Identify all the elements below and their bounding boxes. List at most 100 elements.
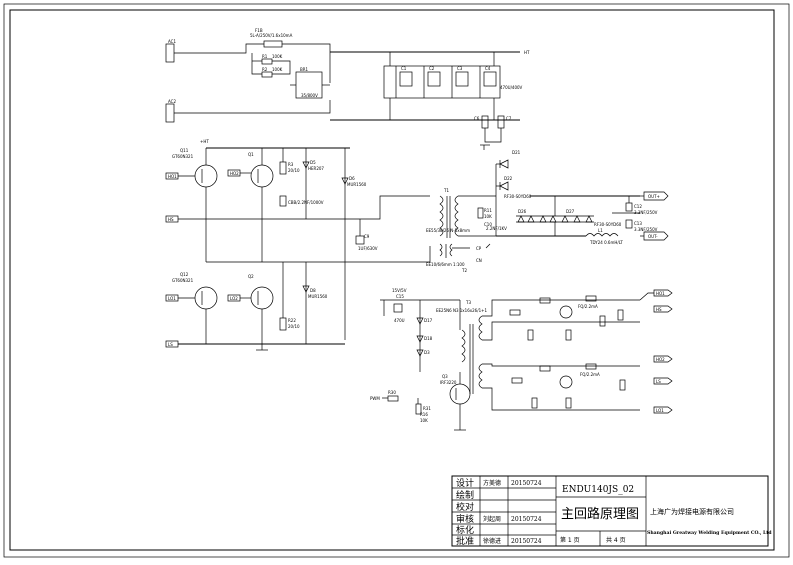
q11-igbt [194,164,218,188]
tb-review-date: 20150724 [511,516,542,523]
tb-draw-label: 绘制 [456,489,474,501]
tb-model: ENDU140JS_02 [562,485,634,495]
r22-label: R22 [288,318,296,323]
pwm-label: PWM [370,396,380,401]
out-hs-connector [653,305,673,313]
c12 [625,202,633,212]
c9 [355,235,365,245]
out-lo-connector [653,406,673,414]
c10-label: C10 [484,222,492,227]
t1-label: T1 [443,188,449,193]
c15-value: 470U [394,318,405,323]
ac1-label: AC1 [168,39,176,44]
ht-label: HT [524,50,530,55]
r2-value: 100K [272,67,283,72]
tb-check-label: 校对 [456,501,474,513]
c2-label: C2 [429,66,435,71]
t1-transformer [439,195,459,238]
d6-value: MUR1560 [347,182,367,187]
r2 [261,71,273,78]
d22-diode [499,181,509,191]
c7-label: C7 [506,116,512,121]
cap-bank: C1 C2 C3 C4 470U/400V [383,65,523,99]
cp-label: CP [476,246,482,251]
rect-value: RF30-S0YD60 [504,194,532,199]
r1-value: 100K [272,54,283,59]
tb-sheet-total: 共 4 页 [606,536,626,544]
c13-value: 3.3NF/250V [634,227,658,232]
outer-border [3,3,790,558]
q1-label: Q1 [248,152,254,157]
tb-design-label: 设计 [456,477,474,489]
tb-approve-label: 批准 [456,535,474,547]
out-plus-label: OUT+ [648,194,660,199]
q12-value: GT60N321 [172,278,194,283]
r2-label: R2 [262,67,268,72]
out-ho1-label: HO1 [656,291,665,296]
ho1-label: HO1 [168,174,177,179]
tb-review-label: 审核 [456,513,474,525]
c7 [497,115,505,129]
c15-label: C15 [396,294,404,299]
out-ls-connector [653,377,673,385]
t2-value: EE10/6/6mm 1:100 [426,262,465,267]
d8-label: D8 [310,288,316,293]
r31 [415,403,422,415]
ac1-connector [165,43,175,63]
c9-label: C9 [364,234,370,239]
input-section: AC1 AC2 F1B 5L-A/250V/1.6x10mA R1 100K R… [165,28,530,150]
c13-label: C13 [634,221,642,226]
output-section: T1 EE55/38/26 N-5x8mm T2 EE10/6/6mm 1:10… [426,150,669,273]
lo1-label: LO1 [168,296,176,301]
d26-d27-diode-array [516,215,594,223]
q1-igbt [250,164,274,188]
r3 [279,161,287,175]
vcc-label: 15V/5V [392,288,407,293]
tb-company-en: Shanghai Greatway Welding Equipment CO.,… [647,530,772,536]
tb-approve-date: 20150724 [511,538,542,545]
q2-igbt [250,286,274,310]
q3-value: IRF3220 [440,380,457,385]
r3-value: 20/10 [288,168,300,173]
t1-value: EE55/38/26 N-5x8mm [426,228,470,233]
inverter-section: +HT Q11 GT60N321 HO1 Q1 HO2 HS R3 20/10 … [165,139,431,351]
cap-bank-value: 470U/400V [500,85,523,90]
r11-value: 10K [484,214,492,219]
fuse [263,40,283,48]
d27-value: RF30-S0YD60 [594,222,622,227]
q12-label: Q12 [180,272,189,277]
l1-inductor [585,233,619,237]
out-ls-label: LS [656,379,661,384]
c1-label: C1 [401,66,407,71]
d6-label: D6 [349,176,355,181]
t2-current-transformer [439,243,453,258]
hs-label: HS [168,217,174,222]
fq-label-1: FQ/2.2mA [578,304,598,309]
out-ho2-connector [653,355,673,363]
d17-label: D17 [424,318,433,323]
t3-label: T3 [465,300,471,305]
q3-label: Q3 [442,374,448,379]
tb-drawing-title: 主回路原理图 [561,506,639,522]
tb-std-label: 标化 [456,524,474,536]
d5-value: HER207 [308,166,324,171]
l1-label: L1 [598,228,603,233]
fq-label-2: FQ/2.2mA [580,372,600,377]
q12-igbt [194,286,218,310]
d21-diode [499,159,509,169]
d26-label: D26 [518,209,527,214]
title-block: 设计 方美德 20150724 绘制 校对 审核 刘起周 20150724 标化… [451,475,772,547]
cn-label: CN [476,258,482,263]
c3-label: C3 [457,66,463,71]
d22-label: D22 [504,176,513,181]
q11-value: GT60N321 [172,154,194,159]
r31-label: R31 [423,406,431,411]
tb-sheet-no: 第 1 页 [560,536,580,544]
d8-value: MUR1560 [308,294,328,299]
out-ho1-connector [653,289,673,297]
r30 [387,395,399,402]
r16-value: 10K [420,418,428,423]
ls-label: LS [168,342,173,347]
